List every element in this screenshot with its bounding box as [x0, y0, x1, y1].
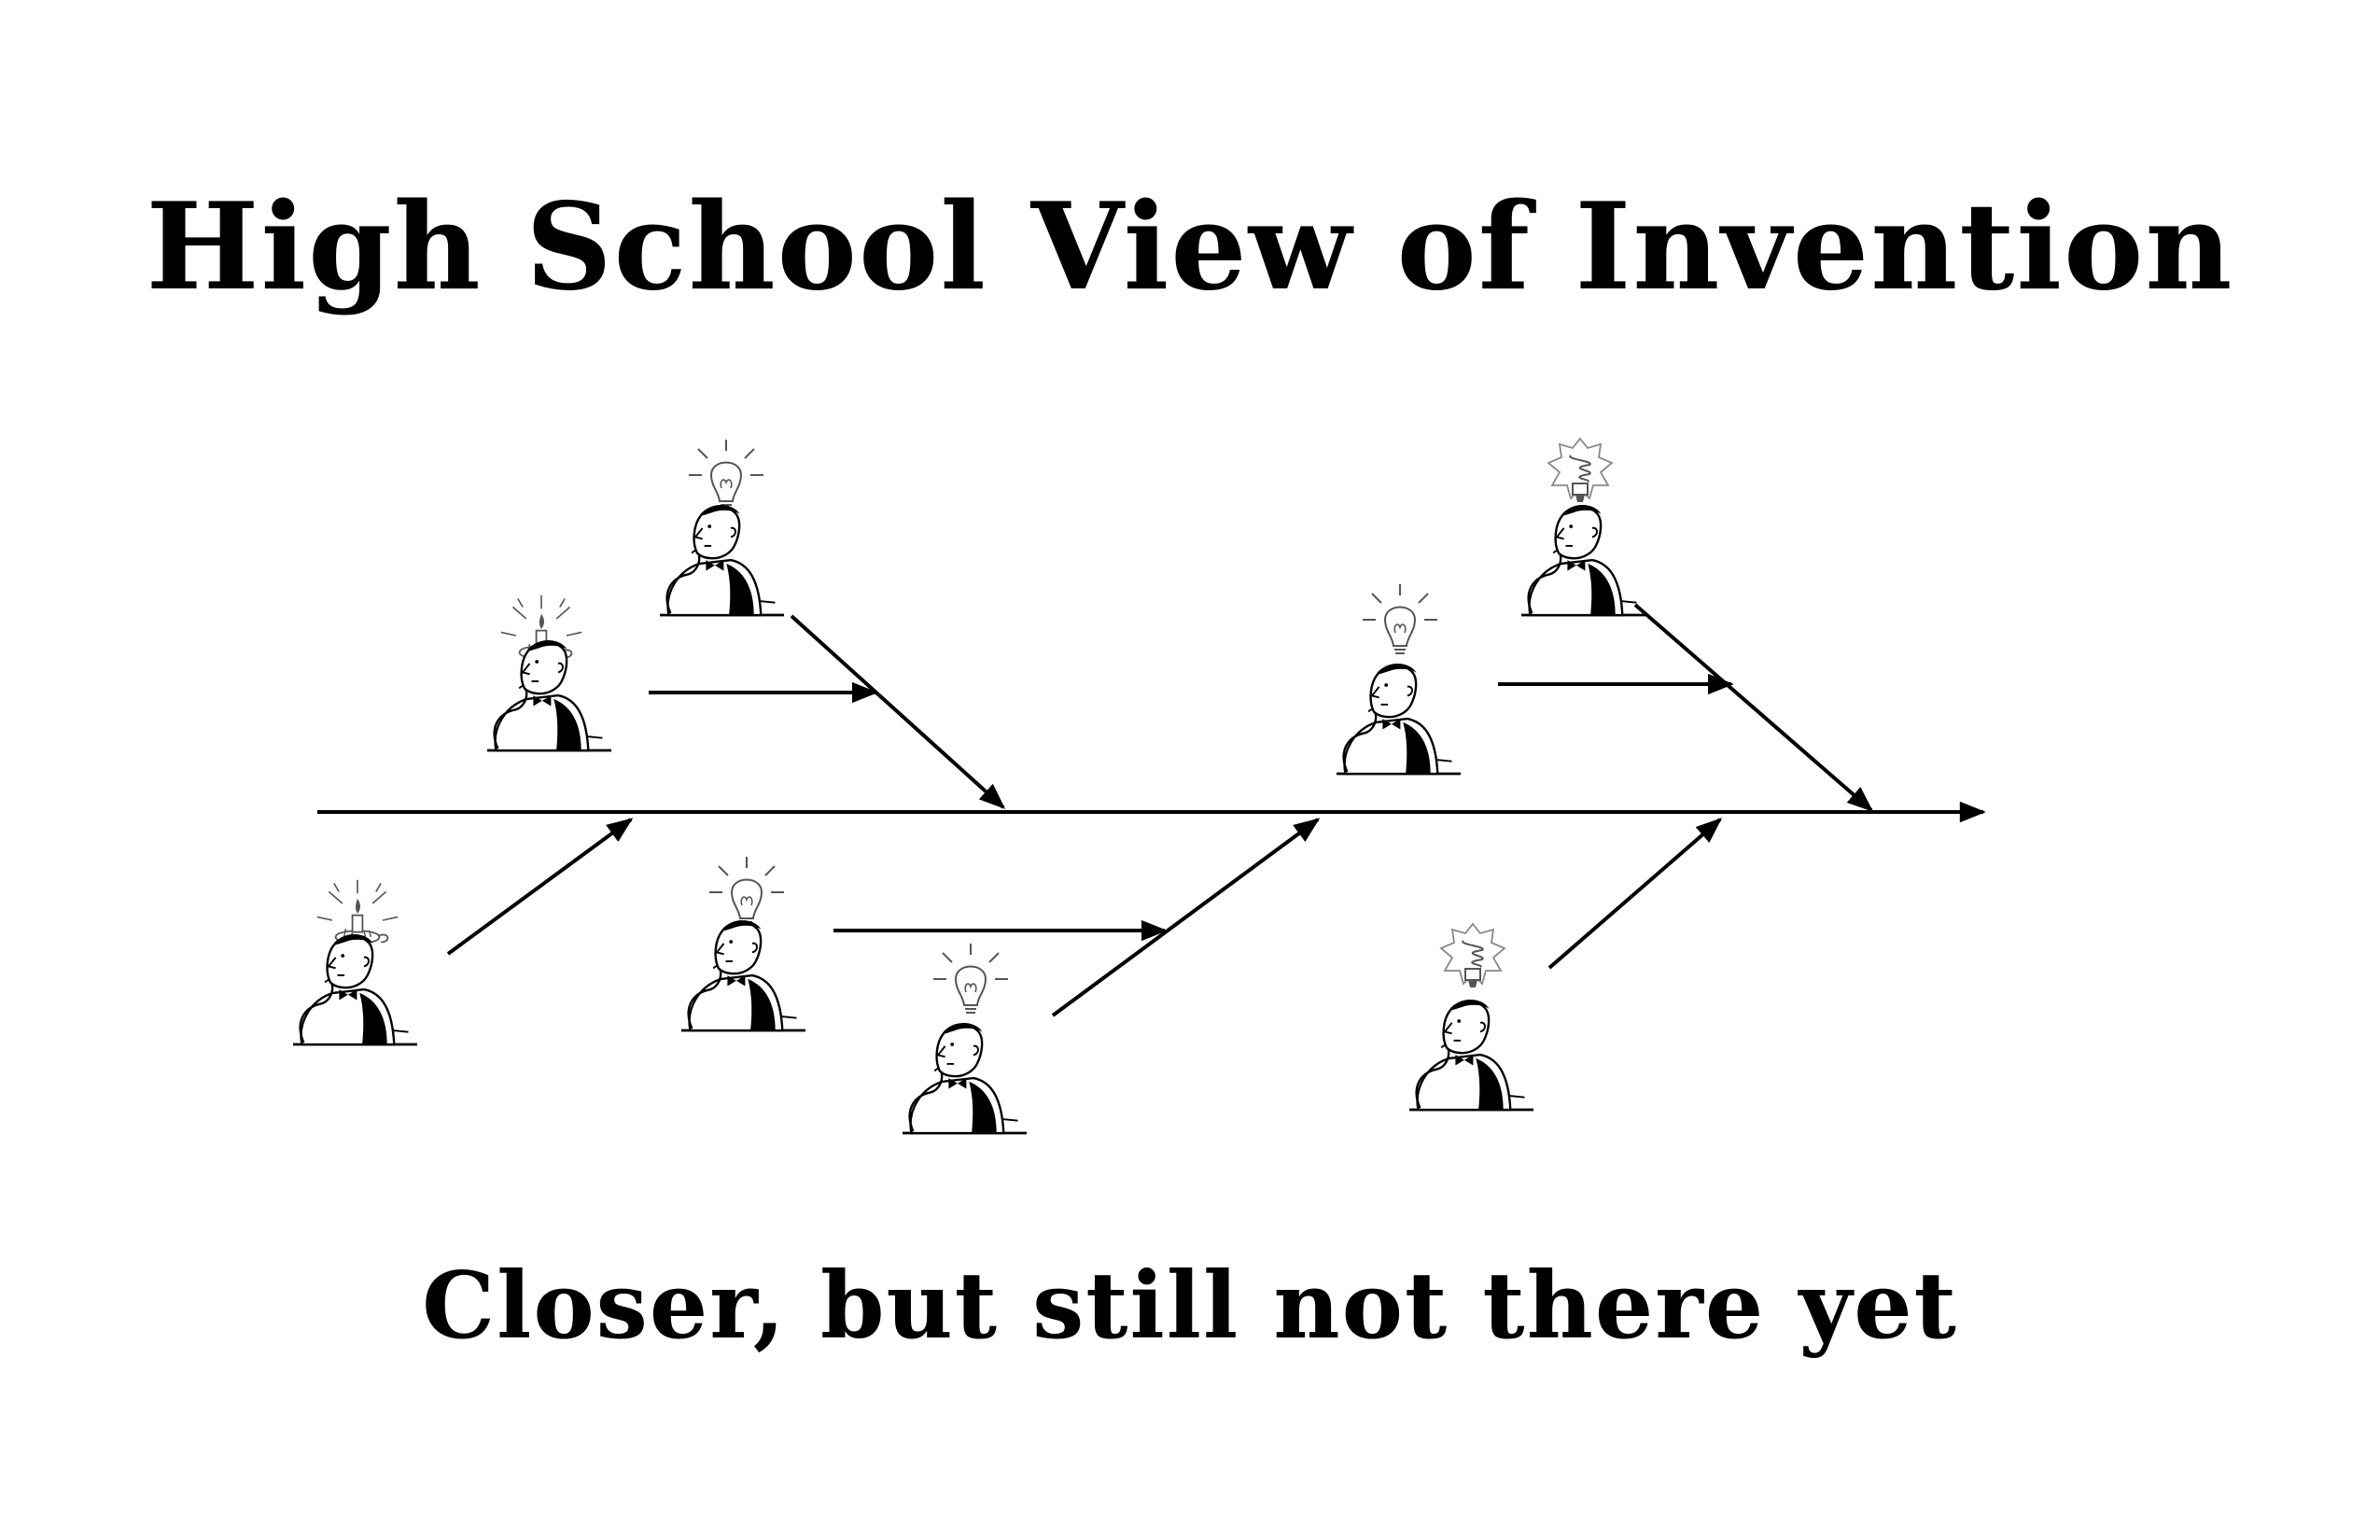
thinking-man-icon: [658, 503, 786, 617]
inventor-figure-candle-upper: [485, 594, 613, 752]
thinking-man-icon: [485, 638, 613, 752]
inventor-figure-bulb-lower-middle: [901, 943, 1029, 1135]
thinking-man-icon: [1519, 503, 1647, 617]
slide-caption: Closer, but still not there yet: [422, 1253, 1958, 1360]
inventor-figure-bulb-upper-left: [658, 439, 786, 617]
thinking-man-icon: [1335, 662, 1463, 776]
slide-title: High School View of Invention: [146, 177, 2234, 317]
thinking-man-icon: [291, 932, 419, 1046]
inventor-figure-candle-lower: [291, 878, 419, 1046]
candle-icon: [315, 878, 399, 945]
thinking-man-icon: [901, 1021, 1029, 1135]
cfl-bulb-icon: [1547, 438, 1613, 503]
diagonal-arrow-lower-middle: [1051, 818, 1321, 1017]
inventor-figure-bulb-lower-left: [679, 856, 807, 1032]
light-bulb-icon: [688, 439, 764, 510]
cfl-bulb-icon: [1440, 923, 1505, 988]
light-bulb-icon: [708, 856, 785, 927]
light-bulb-icon: [932, 943, 1009, 1014]
inventor-figure-bulb-right: [1335, 583, 1463, 776]
diagonal-arrow-lower-right: [1547, 818, 1723, 970]
thinking-man-icon: [679, 918, 807, 1032]
diagonal-arrow-upper-left: [790, 614, 1006, 809]
diagonal-arrow-lower-left: [446, 818, 634, 956]
thinking-man-icon: [1407, 998, 1535, 1112]
inventor-figure-cfl-upper-right: [1519, 438, 1647, 617]
diagonal-arrow-upper-right: [1633, 603, 1874, 812]
inventor-figure-cfl-lower-right: [1407, 923, 1535, 1112]
light-bulb-icon: [1362, 583, 1438, 654]
